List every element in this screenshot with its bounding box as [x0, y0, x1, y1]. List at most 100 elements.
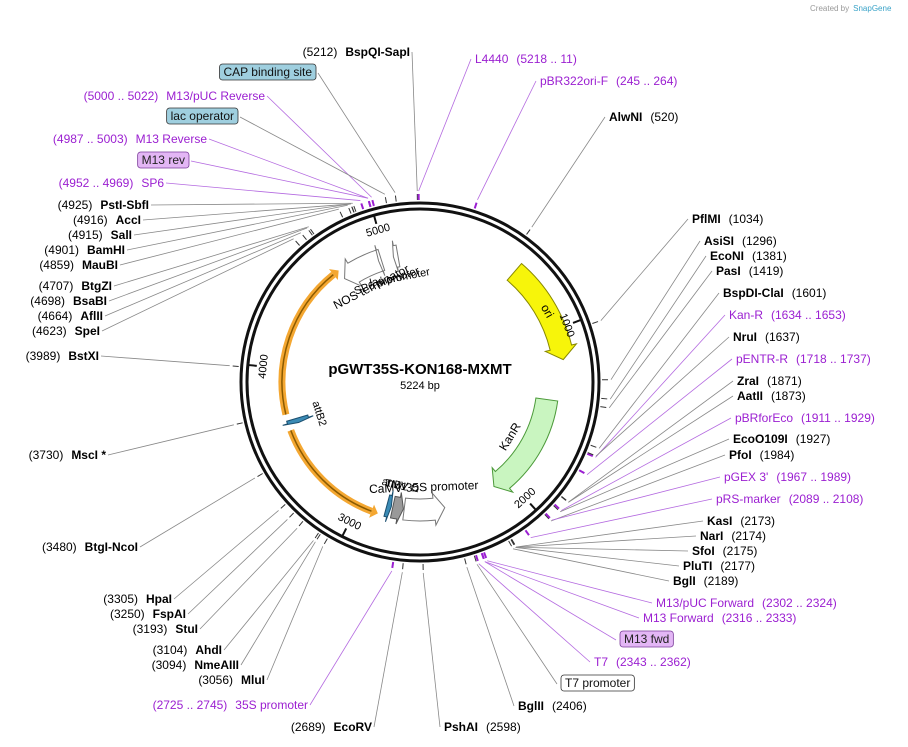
label-stui[interactable]: (3193)StuI: [133, 622, 198, 636]
label-name: EcoRV: [334, 720, 372, 734]
label-psti[interactable]: (4925)PstI - SbfI: [58, 198, 149, 212]
label-bamhi[interactable]: (4901)BamHI: [44, 243, 125, 257]
label-alwni[interactable]: AlwNI(520): [609, 110, 678, 124]
label-bglii[interactable]: BglII(2406): [518, 699, 587, 713]
label-pluti[interactable]: PluTI(2177): [683, 559, 755, 573]
label-ahdi[interactable]: (3104)AhdI: [153, 643, 222, 657]
feature-band-core: [281, 273, 334, 415]
label-m13-fwd[interactable]: M13 fwd: [619, 630, 674, 648]
label-m13-reverse[interactable]: (4987 .. 5003)M13 Reverse: [53, 132, 207, 146]
site-mark: [316, 533, 321, 540]
label-maubi[interactable]: (4859)MauBI: [39, 258, 118, 272]
label-l4440[interactable]: L4440(5218 .. 11): [475, 52, 577, 66]
label-connector: [516, 535, 697, 548]
label-name: ZraI: [737, 374, 759, 388]
label-pshai[interactable]: PshAI(2598): [444, 720, 521, 734]
label-msci[interactable]: (3730)MscI *: [29, 448, 107, 462]
label-name: BsaBI: [73, 294, 107, 308]
label-name: EcoNI: [710, 249, 744, 263]
label-pfoi[interactable]: PfoI(1984): [729, 448, 794, 462]
label-box: [166, 107, 239, 125]
site-mark: [480, 552, 485, 560]
label-sep: -: [758, 286, 762, 300]
label-kan-r[interactable]: Kan-R(1634 .. 1653): [729, 308, 846, 322]
label-name: AccI: [116, 213, 141, 227]
tick-label: 3000: [336, 511, 363, 533]
label-aflii[interactable]: (4664)AflII: [38, 309, 103, 323]
label-pasi[interactable]: PasI(1419): [716, 264, 783, 278]
feature-arrow-body: [391, 240, 401, 273]
site-mark: [586, 452, 594, 458]
label-bspqi[interactable]: (5212)BspQI - SapI: [303, 45, 410, 59]
label-cap-binding-site[interactable]: CAP binding site: [219, 63, 317, 81]
label-pentr-r[interactable]: pENTR-R(1718 .. 1737): [736, 352, 871, 366]
label-prs-marker[interactable]: pRS-marker(2089 .. 2108): [716, 492, 863, 506]
label-t7-promoter[interactable]: T7 promoter: [560, 674, 635, 692]
label-name2: SbfI: [126, 198, 149, 212]
label-lac-operator[interactable]: lac operator: [166, 107, 239, 125]
label-pos: (3305): [103, 592, 138, 606]
label-nrui[interactable]: NruI(1637): [733, 330, 800, 344]
feature-band: [278, 271, 336, 416]
label-btgi[interactable]: (3480)BtgI - NcoI: [42, 540, 138, 554]
label-hpai[interactable]: (3305)HpaI: [103, 592, 172, 606]
tick-label: 4000: [256, 354, 270, 380]
label-mlui[interactable]: (3056)MluI: [198, 673, 265, 687]
label-asisi[interactable]: AsiSI(1296): [704, 234, 777, 248]
label-pbrforeco[interactable]: pBRforEco(1911 .. 1929): [735, 411, 875, 425]
feature-label: ori: [538, 302, 557, 320]
label-pos: (4859): [39, 258, 74, 272]
label-kasi[interactable]: KasI (2173): [707, 514, 775, 528]
label-m13-forward[interactable]: M13 Forward(2316 .. 2333): [643, 611, 796, 625]
label-name: M13 Forward: [643, 611, 714, 625]
label-bgli[interactable]: BglI(2189): [673, 574, 738, 588]
label-ecorv[interactable]: (2689)EcoRV: [291, 720, 372, 734]
tick-mark: [341, 528, 348, 537]
label-connector: [487, 560, 653, 604]
label-pos: (2406): [552, 699, 587, 713]
label-zrai[interactable]: ZraI(1871): [737, 374, 802, 388]
label-bsabi[interactable]: (4698)BsaBI: [30, 294, 107, 308]
label-35s-promoter[interactable]: (2725 .. 2745)35S promoter: [153, 698, 308, 712]
label-sali[interactable]: (4915)SalI: [68, 228, 132, 242]
label-name2: NcoI: [112, 540, 138, 554]
label-nari[interactable]: NarI(2174): [700, 529, 766, 543]
label-name: BspQI: [345, 45, 380, 59]
label-t7[interactable]: T7(2343 .. 2362): [594, 655, 691, 669]
feature-arrowhead: [369, 504, 378, 518]
site-mark: [544, 514, 550, 520]
label-m13-puc-reverse[interactable]: (5000 .. 5022)M13/pUC Reverse: [84, 89, 266, 103]
plasmid-name: pGWT35S-KON168-MXMT: [328, 361, 511, 378]
label-pos: (2173): [740, 514, 775, 528]
label-fspai[interactable]: (3250)FspAI: [110, 607, 186, 621]
label-nmeaiii[interactable]: (3094)NmeAIII: [152, 658, 239, 672]
label-sfoi[interactable]: SfoI(2175): [692, 544, 757, 558]
label-pos: (1873): [771, 389, 806, 403]
label-name: NarI: [700, 529, 723, 543]
label-pos: (1034): [729, 212, 764, 226]
label-name: M13/pUC Reverse: [166, 89, 265, 103]
label-spei[interactable]: (4623)SpeI: [32, 324, 100, 338]
feature-band-core: [290, 430, 372, 512]
label-bspdi[interactable]: BspDI - ClaI(1601): [723, 286, 826, 300]
label-aatii[interactable]: AatII(1873): [737, 389, 806, 403]
label-bstxi[interactable]: (3989)BstXI: [26, 349, 99, 363]
label-econi[interactable]: EcoNI(1381): [710, 249, 787, 263]
label-m13-rev[interactable]: M13 rev: [137, 151, 190, 169]
label-sp6[interactable]: (4952 .. 4969)SP6: [59, 176, 165, 190]
label-acci[interactable]: (4916)AccI: [73, 213, 141, 227]
site-mark: [578, 469, 585, 475]
label-btgzi[interactable]: (4707)BtgZI: [39, 279, 112, 293]
label-name2: SapI: [385, 45, 410, 59]
label-pbr322ori-f[interactable]: pBR322ori-F(245 .. 264): [540, 74, 677, 88]
label-connector: [561, 417, 732, 511]
label-ecoo109i[interactable]: EcoO109I(1927): [733, 432, 830, 446]
label-pgex-3[interactable]: pGEX 3'(1967 .. 1989): [724, 470, 851, 484]
label-name: KasI: [707, 514, 732, 528]
label-name: BstXI: [68, 349, 99, 363]
label-pflmi[interactable]: PflMI(1034): [692, 212, 763, 226]
label-m13-puc-forward[interactable]: M13/pUC Forward(2302 .. 2324): [656, 596, 837, 610]
site-mark: [232, 365, 239, 367]
label-pos: (3250): [110, 607, 145, 621]
site-mark: [601, 397, 608, 400]
